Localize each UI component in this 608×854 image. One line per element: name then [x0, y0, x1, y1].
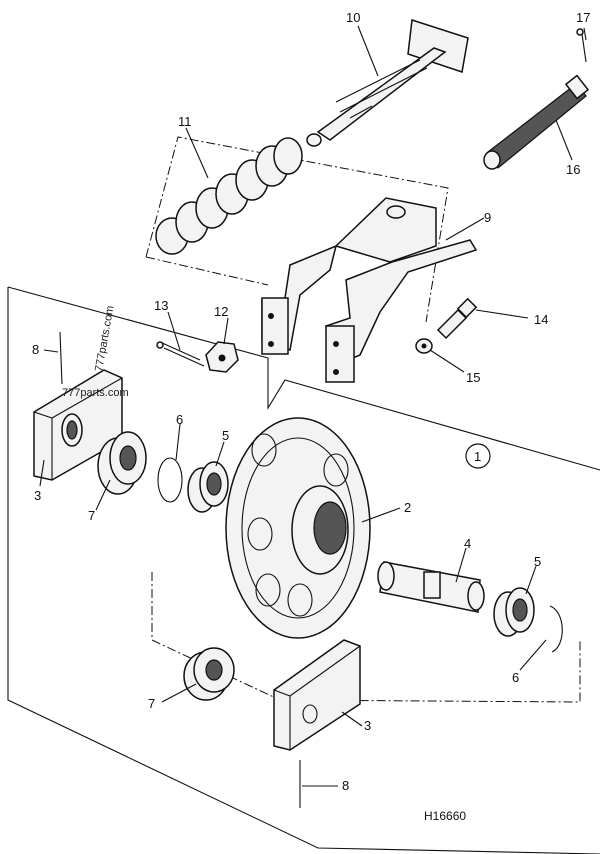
cotter-pin — [156, 341, 205, 367]
bearing-block-lower — [273, 639, 361, 751]
bearing-upper — [187, 461, 229, 513]
pin-upper — [59, 331, 63, 385]
callout-8-lower: 8 — [342, 778, 349, 793]
callout-14: 14 — [534, 312, 548, 327]
lower-assembly-boundary — [7, 287, 601, 854]
callout-17: 17 — [576, 10, 590, 25]
bolt — [436, 297, 478, 340]
callout-4: 4 — [464, 536, 471, 551]
threaded-adjuster — [483, 74, 590, 170]
bearing-lower — [493, 587, 535, 637]
watermark-horizontal: 777parts.com — [62, 387, 129, 399]
callout-7-lower: 7 — [148, 696, 155, 711]
callout-10: 10 — [346, 10, 360, 25]
assembly-callout-circle — [465, 443, 491, 469]
callout-5-lower: 5 — [534, 554, 541, 569]
callout-6-lower: 6 — [512, 670, 519, 685]
callout-7-upper: 7 — [88, 508, 95, 523]
callout-15: 15 — [466, 370, 480, 385]
upper-boundary-left — [145, 256, 269, 286]
callout-11: 11 — [178, 114, 192, 129]
seal-lower — [183, 647, 235, 701]
lower-boundary-top — [7, 286, 601, 471]
shaft — [377, 561, 485, 613]
callout-3-upper: 3 — [34, 488, 41, 503]
yoke-bracket — [261, 197, 478, 383]
seal-upper — [97, 431, 147, 495]
snap-ring-lower — [549, 605, 563, 653]
callout-9: 9 — [484, 210, 491, 225]
callout-2: 2 — [404, 500, 411, 515]
callout-6-upper: 6 — [176, 412, 183, 427]
watermark-vertical: 777parts.com — [93, 305, 116, 373]
callout-12: 12 — [214, 304, 228, 319]
sprocket — [225, 417, 371, 639]
recoil-spring — [155, 137, 303, 255]
small-pin — [576, 28, 587, 63]
callout-1: 1 — [474, 449, 481, 464]
callout-13: 13 — [154, 298, 168, 313]
snap-ring-upper — [157, 457, 183, 503]
callout-3-lower: 3 — [364, 718, 371, 733]
callout-16: 16 — [566, 162, 580, 177]
adjusting-shaft — [306, 19, 469, 147]
callout-5-upper: 5 — [222, 428, 229, 443]
callout-8-upper: 8 — [32, 342, 39, 357]
drawing-code: H16660 — [424, 809, 466, 823]
